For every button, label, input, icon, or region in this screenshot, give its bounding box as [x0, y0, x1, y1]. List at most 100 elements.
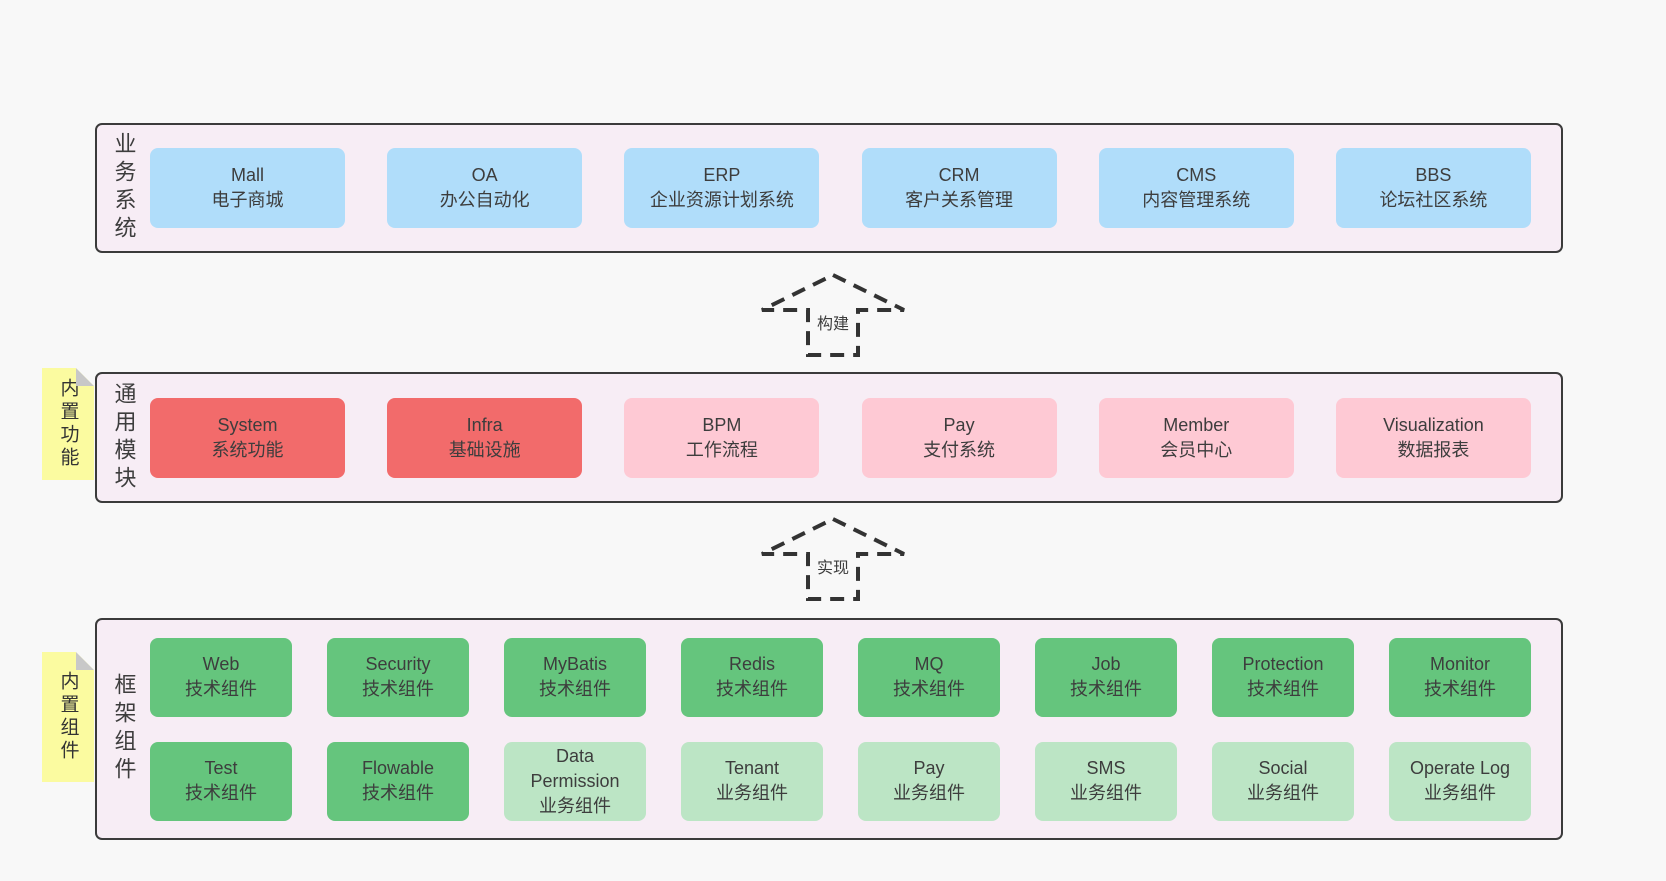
box-subtitle: 业务组件 — [1070, 783, 1142, 803]
box-subtitle: 系统功能 — [211, 439, 284, 460]
box-title: Web — [202, 654, 240, 674]
box-title: Job — [1091, 654, 1121, 674]
built-in-components-note: 内置组件 — [42, 652, 94, 782]
box-infra: Infra 基础设施 — [387, 397, 583, 478]
folded-corner-icon — [76, 368, 94, 386]
box-title: Social — [1258, 758, 1308, 778]
box-subtitle: 企业资源计划系统 — [649, 190, 794, 210]
box-subtitle: 业务组件 — [1424, 783, 1496, 803]
box-security: Security 技术组件 — [327, 637, 469, 717]
box-title: Redis — [728, 654, 776, 674]
box-monitor: Monitor 技术组件 — [1389, 637, 1531, 717]
framework-components-container: 框架组件 Web 技术组件 Security 技术组件 MyBatis 技术组件… — [95, 618, 1563, 840]
box-subtitle: 技术组件 — [362, 783, 434, 803]
box-subtitle: 业务组件 — [893, 783, 965, 803]
box-title: Tenant — [724, 758, 780, 778]
box-pay: Pay 支付系统 — [861, 397, 1057, 478]
box-subtitle: 技术组件 — [1070, 679, 1142, 699]
common-modules-container: 通用模块 System 系统功能 Infra 基础设施 BPM 工作流程 Pay… — [95, 372, 1563, 503]
box-subtitle: 数据报表 — [1397, 439, 1470, 460]
box-system: System 系统功能 — [150, 397, 345, 478]
implement-arrow: 实现 — [758, 516, 908, 602]
box-title: CMS — [1176, 165, 1217, 185]
box-job: Job 技术组件 — [1035, 637, 1177, 717]
box-web: Web 技术组件 — [150, 637, 292, 717]
box-title: Data Permission — [530, 745, 620, 791]
business-systems-boxes: Mall 电子商城 OA 办公自动化 ERP 企业资源计划系统 CRM 客户关系… — [150, 125, 1561, 251]
box-title: Visualization — [1383, 414, 1484, 435]
box-title: OA — [471, 165, 498, 185]
box-title: Protection — [1242, 654, 1324, 674]
box-title: Infra — [466, 414, 503, 435]
box-flowable: Flowable 技术组件 — [327, 741, 469, 821]
box-mybatis: MyBatis 技术组件 — [504, 637, 646, 717]
box-crm: CRM 客户关系管理 — [861, 148, 1057, 228]
box-social: Social 业务组件 — [1212, 741, 1354, 821]
box-title: BPM — [702, 414, 742, 435]
box-erp: ERP 企业资源计划系统 — [624, 148, 820, 228]
business-systems-label: 业务系统 — [111, 132, 137, 244]
box-subtitle: 技术组件 — [716, 679, 788, 699]
box-subtitle: 基础设施 — [448, 439, 521, 460]
implement-arrow-label: 实现 — [812, 553, 854, 579]
box-bbs: BBS 论坛社区系统 — [1335, 148, 1531, 228]
box-subtitle: 电子商城 — [211, 190, 284, 210]
box-subtitle: 内容管理系统 — [1142, 190, 1251, 210]
common-modules-label: 通用模块 — [111, 381, 137, 494]
box-cms: CMS 内容管理系统 — [1098, 148, 1294, 228]
box-title: BBS — [1415, 165, 1452, 185]
box-title: MQ — [914, 654, 944, 674]
box-subtitle: 技术组件 — [185, 783, 257, 803]
box-title: Mall — [230, 165, 264, 185]
box-subtitle: 技术组件 — [1247, 679, 1319, 699]
box-title: System — [217, 414, 278, 435]
box-subtitle: 业务组件 — [539, 795, 611, 816]
box-title: Pay — [943, 414, 975, 435]
box-sms: SMS 业务组件 — [1035, 741, 1177, 821]
tech-components-row: Web 技术组件 Security 技术组件 MyBatis 技术组件 Redi… — [150, 637, 1531, 717]
box-subtitle: 客户关系管理 — [905, 190, 1014, 210]
box-subtitle: 办公自动化 — [439, 190, 530, 210]
box-mq: MQ 技术组件 — [858, 637, 1000, 717]
box-title: Test — [204, 758, 238, 778]
box-subtitle: 工作流程 — [685, 439, 758, 460]
box-title: Pay — [913, 758, 945, 778]
biz-components-row: Test 技术组件 Flowable 技术组件 Data Permission … — [150, 741, 1531, 821]
framework-components-label: 框架组件 — [111, 673, 137, 785]
box-pay-biz: Pay 业务组件 — [858, 741, 1000, 821]
box-bpm: BPM 工作流程 — [624, 397, 820, 478]
box-title: MyBatis — [542, 654, 607, 674]
box-redis: Redis 技术组件 — [681, 637, 823, 717]
box-subtitle: 业务组件 — [1247, 783, 1319, 803]
box-mall: Mall 电子商城 — [150, 148, 345, 228]
box-tenant: Tenant 业务组件 — [681, 741, 823, 821]
box-title: Member — [1163, 414, 1230, 435]
box-subtitle: 技术组件 — [185, 679, 257, 699]
box-subtitle: 技术组件 — [1424, 679, 1496, 699]
built-in-features-note: 内置功能 — [42, 368, 94, 480]
box-title: Operate Log — [1409, 758, 1511, 778]
folded-corner-icon — [76, 652, 94, 670]
box-subtitle: 会员中心 — [1160, 439, 1233, 460]
box-title: CRM — [938, 165, 980, 185]
box-title: ERP — [703, 165, 741, 185]
box-oa: OA 办公自动化 — [387, 148, 583, 228]
framework-components-boxes: Web 技术组件 Security 技术组件 MyBatis 技术组件 Redi… — [150, 620, 1561, 838]
business-systems-container: 业务系统 Mall 电子商城 OA 办公自动化 ERP 企业资源计划系统 CRM… — [95, 123, 1563, 253]
box-subtitle: 业务组件 — [716, 783, 788, 803]
build-arrow: 构建 — [758, 272, 908, 358]
common-modules-boxes: System 系统功能 Infra 基础设施 BPM 工作流程 Pay 支付系统… — [150, 374, 1561, 501]
box-title: Security — [365, 654, 431, 674]
box-title: Monitor — [1429, 654, 1491, 674]
box-protection: Protection 技术组件 — [1212, 637, 1354, 717]
box-test: Test 技术组件 — [150, 741, 292, 821]
note-text: 内置功能 — [57, 378, 79, 470]
box-operate-log: Operate Log 业务组件 — [1389, 741, 1531, 821]
dashed-up-arrow-icon — [761, 272, 905, 357]
box-subtitle: 论坛社区系统 — [1379, 190, 1488, 210]
dashed-up-arrow-icon — [761, 516, 905, 601]
box-member: Member 会员中心 — [1098, 397, 1294, 478]
box-subtitle: 支付系统 — [923, 439, 996, 460]
box-title: Flowable — [361, 758, 435, 778]
